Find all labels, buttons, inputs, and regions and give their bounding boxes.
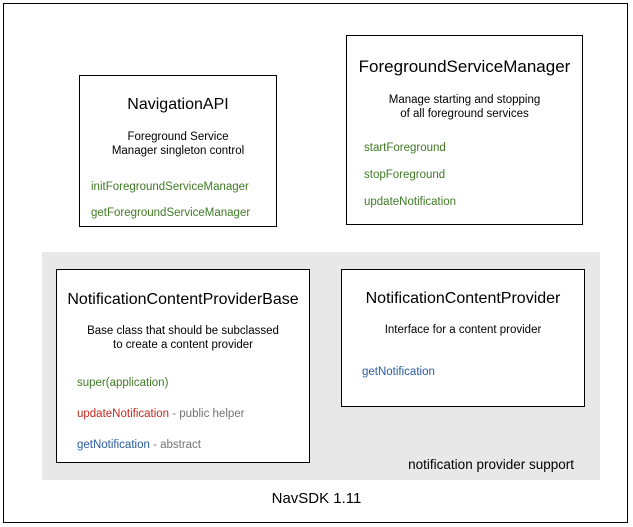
member-item[interactable]: initForegroundServiceManager — [91, 180, 276, 194]
class-description-line: Manager singleton control — [111, 145, 245, 157]
class-title-navigation-api: NavigationAPI — [127, 96, 229, 113]
footer-caption: NavSDK 1.11 — [271, 490, 362, 507]
class-box-navigation-api[interactable]: NavigationAPI Foreground Service Manager… — [79, 75, 277, 227]
class-description-line: of all foreground services — [400, 108, 529, 120]
class-description-notification-content-provider: Interface for a content provider — [342, 323, 584, 337]
member-note: - public helper — [169, 408, 245, 420]
member-list-navigation-api: initForegroundServiceManager getForegrou… — [80, 180, 276, 220]
class-description-line: to create a content provider — [113, 339, 253, 351]
class-description-line: Base class that should be subclassed — [87, 325, 279, 337]
member-name: updateNotification — [364, 196, 457, 208]
member-list-foreground-service-manager: startForeground stopForeground updateNot… — [347, 141, 582, 209]
class-box-foreground-service-manager[interactable]: ForegroundServiceManager Manage starting… — [346, 35, 583, 225]
member-name: getNotification — [362, 366, 435, 378]
diagram-outer-frame: notification provider support Navigation… — [3, 3, 628, 523]
member-name: getForegroundServiceManager — [91, 207, 251, 219]
member-name: stopForeground — [364, 169, 446, 181]
member-item[interactable]: getNotification - abstract — [77, 438, 309, 452]
member-list-notification-content-provider: getNotification — [342, 365, 584, 379]
member-item[interactable]: getForegroundServiceManager — [91, 206, 276, 220]
member-note: - abstract — [149, 439, 202, 451]
class-description-notification-content-provider-base: Base class that should be subclassed to … — [57, 324, 309, 352]
member-item[interactable]: stopForeground — [364, 168, 582, 182]
member-item[interactable]: updateNotification — [364, 195, 582, 209]
member-item[interactable]: super(application) — [77, 376, 309, 390]
class-description-line: Manage starting and stopping — [388, 94, 541, 106]
class-box-notification-content-provider-base[interactable]: NotificationContentProviderBase Base cla… — [56, 269, 310, 463]
member-item[interactable]: updateNotification - public helper — [77, 407, 309, 421]
group-panel-label: notification provider support — [408, 457, 574, 472]
member-name: super(application) — [77, 377, 169, 389]
member-item[interactable]: getNotification — [362, 365, 584, 379]
member-item[interactable]: startForeground — [364, 141, 582, 155]
class-box-notification-content-provider[interactable]: NotificationContentProvider Interface fo… — [341, 269, 585, 407]
class-title-notification-content-provider-base: NotificationContentProviderBase — [67, 291, 299, 308]
class-description-line: Foreground Service — [127, 131, 229, 143]
class-title-foreground-service-manager: ForegroundServiceManager — [358, 57, 571, 76]
class-description-foreground-service-manager: Manage starting and stopping of all fore… — [347, 93, 582, 121]
class-title-notification-content-provider: NotificationContentProvider — [365, 290, 561, 307]
class-description-navigation-api: Foreground Service Manager singleton con… — [80, 130, 276, 158]
member-name: getNotification — [77, 439, 150, 451]
class-description-line: Interface for a content provider — [384, 324, 542, 336]
member-list-notification-content-provider-base: super(application) updateNotification - … — [57, 376, 309, 452]
member-name: initForegroundServiceManager — [91, 181, 249, 193]
member-name: startForeground — [364, 142, 446, 154]
member-name: updateNotification — [77, 408, 170, 420]
